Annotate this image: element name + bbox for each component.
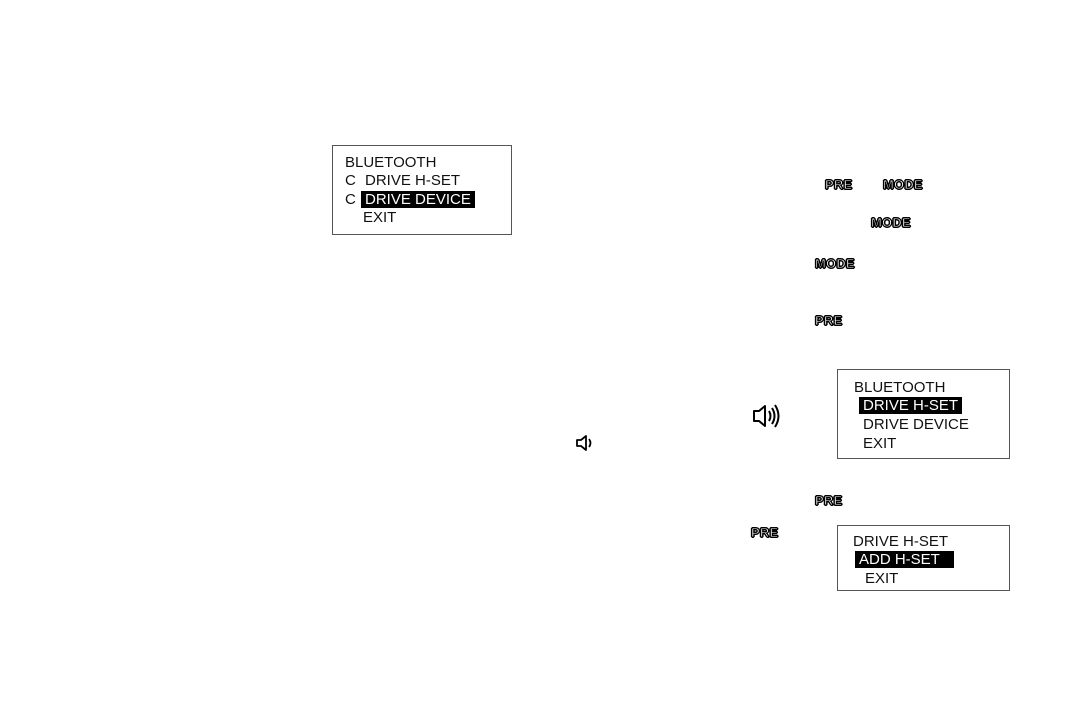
pre-button-label: PRE	[814, 493, 843, 509]
menu-item-drive-hset-selected: DRIVE H-SET	[859, 397, 963, 414]
lcd-screen-bluetooth-left: BLUETOOTH C DRIVE H-SET C DRIVE DEVICE E…	[332, 145, 512, 235]
lcd-screen-drive-hset: DRIVE H-SET ADD H-SET EXIT	[837, 525, 1010, 591]
speaker-soft-icon	[576, 435, 592, 451]
menu-prefix-c: C	[345, 172, 356, 189]
menu-item-exit: EXIT	[865, 570, 899, 587]
pre-button-label: PRE	[824, 177, 853, 193]
pre-button-label: PRE	[750, 525, 779, 541]
screen-title: BLUETOOTH	[345, 154, 437, 171]
speaker-loud-icon	[753, 404, 780, 428]
mode-button-label: MODE	[815, 256, 856, 272]
mode-button-label: MODE	[883, 177, 924, 193]
menu-item-add-hset-selected: ADD H-SET	[855, 551, 954, 568]
mode-button-label: MODE	[871, 215, 912, 231]
menu-prefix-c: C	[345, 191, 356, 208]
menu-item-drive-hset: DRIVE H-SET	[365, 172, 461, 189]
pre-button-label: PRE	[814, 313, 843, 329]
menu-item-drive-device-selected: DRIVE DEVICE	[361, 191, 475, 208]
screen-title: DRIVE H-SET	[853, 533, 949, 550]
menu-item-drive-device: DRIVE DEVICE	[863, 416, 969, 433]
screen-title: BLUETOOTH	[854, 379, 946, 396]
lcd-screen-bluetooth-right: BLUETOOTH DRIVE H-SET DRIVE DEVICE EXIT	[837, 369, 1010, 459]
menu-item-exit: EXIT	[863, 435, 897, 452]
menu-item-exit: EXIT	[363, 209, 397, 226]
